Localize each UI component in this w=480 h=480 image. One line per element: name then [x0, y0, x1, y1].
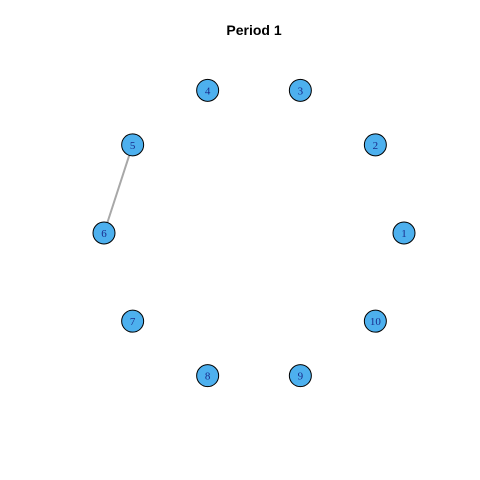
node-label: 8	[205, 371, 211, 383]
node-circle	[121, 133, 145, 157]
node-7: 7	[121, 309, 145, 333]
node-circle	[392, 221, 416, 245]
node-circle	[363, 133, 387, 157]
edges-layer	[103, 144, 134, 234]
node-circle	[196, 78, 220, 102]
node-label: 1	[401, 228, 407, 240]
node-label: 10	[370, 316, 382, 328]
nodes-layer: 1 2 3 4 5 6 7 8 9 10	[92, 78, 416, 388]
node-10: 10	[363, 309, 387, 333]
node-6: 6	[92, 221, 116, 245]
node-circle	[363, 309, 387, 333]
node-8: 8	[196, 364, 220, 388]
node-label: 7	[130, 316, 136, 328]
node-2: 2	[363, 133, 387, 157]
node-label: 9	[298, 371, 304, 383]
node-1: 1	[392, 221, 416, 245]
node-label: 4	[205, 85, 211, 97]
node-label: 5	[130, 140, 136, 152]
node-label: 3	[298, 85, 304, 97]
node-5: 5	[121, 133, 145, 157]
node-label: 2	[373, 140, 379, 152]
node-circle	[92, 221, 116, 245]
node-label: 6	[101, 228, 107, 240]
node-4: 4	[196, 78, 220, 102]
node-9: 9	[288, 364, 312, 388]
node-circle	[288, 78, 312, 102]
node-circle	[121, 309, 145, 333]
node-3: 3	[288, 78, 312, 102]
graph-title: Period 1	[226, 22, 281, 38]
node-circle	[196, 364, 220, 388]
node-circle	[288, 364, 312, 388]
edge-5-6	[103, 144, 134, 234]
